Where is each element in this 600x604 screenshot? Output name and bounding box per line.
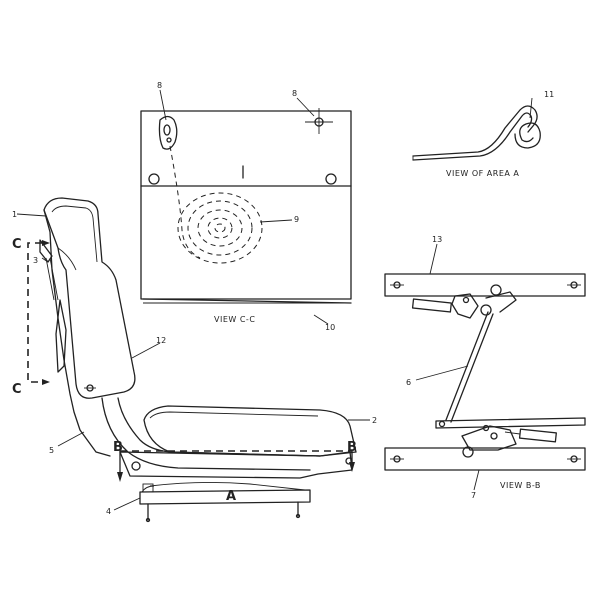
leader-lines: [16, 89, 533, 511]
callout-9: 9: [294, 215, 299, 224]
section-c-bottom-mark: C: [12, 382, 22, 397]
callout-10: 10: [325, 323, 335, 332]
callout-5: 5: [49, 446, 54, 455]
callout-2: 2: [372, 416, 377, 425]
view-bb-mechanism: [384, 273, 586, 471]
view-area-a-label: VIEW OF AREA A: [446, 169, 519, 178]
view-cc-panel: [140, 108, 352, 304]
section-b-left-mark: B: [113, 440, 123, 455]
section-b-right-mark: B: [347, 440, 357, 455]
view-area-a-clip: [412, 105, 541, 161]
section-lines: [27, 240, 355, 482]
callout-7: 7: [471, 491, 476, 500]
callout-1: 1: [12, 210, 17, 219]
callout-8-left: 8: [157, 81, 162, 90]
callout-13: 13: [432, 235, 442, 244]
seat-assembly: [39, 197, 357, 523]
callout-3: 3: [33, 256, 38, 265]
callout-8-right: 8: [292, 89, 297, 98]
callout-12: 12: [156, 336, 166, 345]
view-bb-label: VIEW B-B: [500, 481, 541, 490]
view-cc-label: VIEW C-C: [214, 315, 255, 324]
callout-11: 11: [544, 90, 554, 99]
section-c-top-mark: C: [12, 237, 22, 252]
callout-4: 4: [106, 507, 111, 516]
callout-6: 6: [406, 378, 411, 387]
area-a-mark: A: [226, 489, 236, 504]
